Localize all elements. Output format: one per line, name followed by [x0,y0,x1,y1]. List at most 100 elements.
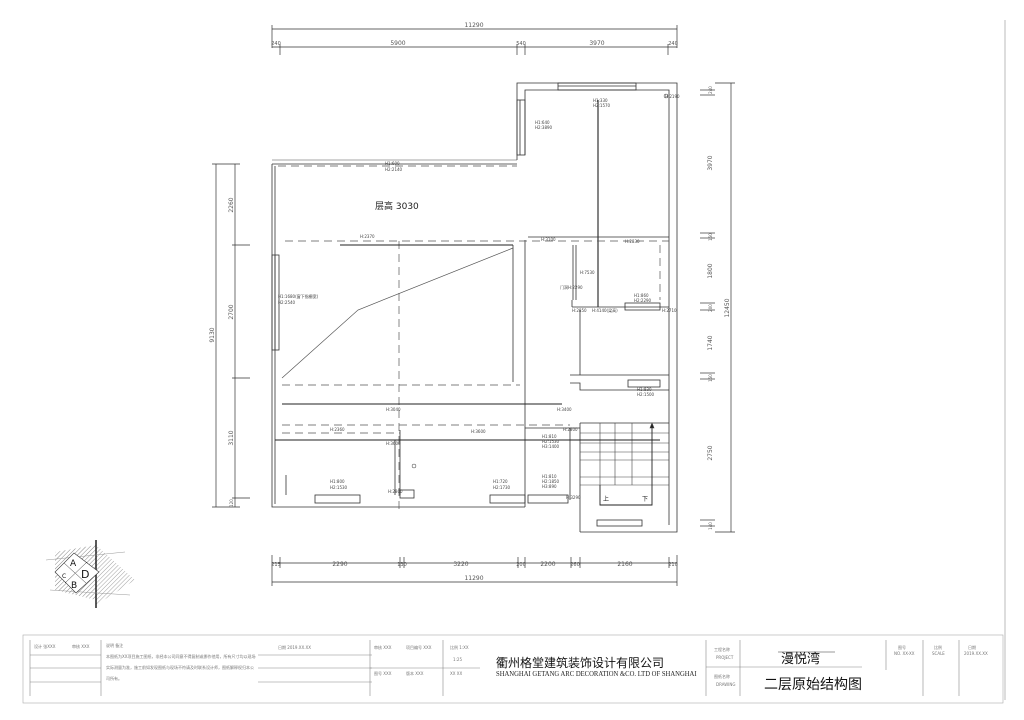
annotation: H3:1400 [542,444,560,449]
tb-cell: 图号 XXX [374,671,392,676]
logo-letter: B [71,581,77,591]
annotation: H2:2540 [278,300,296,305]
dim-left-seg: 120 [229,499,234,507]
tb-cell: XX XX [450,671,463,676]
logo-letter: A [70,559,77,569]
annotation: H2:1530 [330,485,348,490]
dim-right-seg: 150 [708,374,713,382]
annotation: H:3600 [386,441,401,446]
logo-letter: C [62,573,66,580]
dim-bottom-seg: 130 [397,562,407,568]
dim-left-seg: 2260 [228,197,235,212]
walls [271,82,678,533]
drawing-number-label: 图号 [898,645,906,650]
annotation: H2:2290 [634,298,652,303]
dim-bottom-seg: 2160 [617,561,632,568]
tb-cell: 项目编号 XXX [406,645,432,650]
annotation: H1:830 [637,387,652,392]
dim-bottom-seg: 215 [271,562,281,568]
annotation: H:3400 [557,407,572,412]
annotation: H2:3890 [535,125,553,130]
annotation: H1:720 [493,479,508,484]
slope-line [281,247,514,379]
annotation: H1:860 [634,293,649,298]
drawing-title: 二层原始结构图 [764,677,862,693]
right-dimension-lines [700,82,735,533]
annotation: H1:800 [330,479,345,484]
drawing-label-en: DRAWING [716,682,736,687]
dim-bottom-seg: 2290 [332,561,347,568]
dim-right-seg: 2750 [707,445,714,460]
dim-right-total: 12450 [724,298,731,317]
annotation: 门洞H:2290 [560,284,583,290]
annotation: H:2830 [625,239,640,244]
project-label-en: PROJECT [716,655,734,660]
bottom-dimension-lines [271,555,678,586]
dim-bottom-seg: 2200 [540,561,555,568]
annotation: H1:330 [593,98,608,103]
annotation: H:3290 [566,495,581,500]
abcd-logo: A B C D [45,540,135,608]
annotation: H:2800 [563,427,578,432]
drawing-label: 图纸名称 [714,674,730,679]
annotation: H1:810 [542,434,557,439]
annotation: H1:810 [542,474,557,479]
annotation: H2:1570 [593,103,611,108]
annotation: H:3100 [541,237,556,242]
notes-text: 本图纸为XX项目施工图纸，非经本公司同意不得复制或挪作他用，所有尺寸均以现场实际… [106,654,256,681]
annotation: H1:600 [385,161,400,166]
scale-label: 比例 [934,645,942,650]
dim-right-seg: 150 [708,233,713,241]
annotation: H:2710 [662,308,677,313]
logo-letter: D [81,568,89,581]
scale-value: 1:25 [453,657,462,662]
date-label: 日期 [968,645,976,650]
dim-left-total: 9130 [209,327,216,342]
dim-bottom-total: 11290 [464,575,483,582]
dim-right-seg: 1740 [707,335,714,350]
reviewer-cell: 审核 XXX [72,644,90,649]
designer-cell: 设计 张XXX [34,644,56,649]
annotation: H:2190 [665,94,680,99]
dim-right-seg: 3970 [707,155,714,170]
solid-beams [275,244,660,441]
dim-right-seg: 140 [708,522,713,530]
floor-height-label: 层高 3030 [375,200,419,212]
annotation: H2:1530 [542,439,560,444]
dim-left-seg: 2700 [228,304,235,319]
annotation: H1:640 [535,120,550,125]
annotation: H:2360 [330,427,345,432]
dim-bottom-seg: 210 [668,562,678,568]
annotation: H2:1730 [493,485,511,490]
annotation: H2:2140 [385,167,403,172]
beam-lines [278,165,669,510]
dim-bottom-seg: 260 [570,562,580,568]
tb-cell: 审核 XXX [374,645,392,650]
annotation: H:3600 [471,429,486,434]
company-name-cn: 衢州格堂建筑装饰设计有限公司 [496,656,665,670]
title-block-grid [22,634,1004,704]
company-name-en: SHANGHAI GETANG ARC DECORATION &CO. LTD … [496,670,697,678]
annotation: H:3040 [386,407,401,412]
dim-top-seg: 3970 [589,40,604,47]
drawing-number: NO. XX-XX [894,651,915,656]
date-cell: 日期 2019.XX.XX [278,645,311,650]
stair-up-label: 上 [603,495,609,503]
dim-top-total: 11290 [464,22,483,29]
annotation: H:4140(梁高) [592,307,618,313]
dim-top-seg: 240 [668,41,678,47]
date-value: 2019.XX.XX [964,651,988,656]
annotation: H1:1680(窗下指栅宽) [278,293,319,299]
dim-top-seg: 240 [271,41,281,47]
staircase [580,422,669,506]
tb-cell: 版本 XXX [406,671,424,676]
dim-right-seg: 240 [708,86,713,94]
dim-right-seg: 1800 [707,263,714,278]
project-name: 漫悦湾 [781,652,821,667]
annotation: H2:1500 [637,392,655,397]
annotation: H3:890 [542,484,557,489]
dim-bottom-seg: 3220 [453,561,468,568]
annotations: H1:640 H2:3890 H1:330 H2:1570 H:2190 H1:… [278,94,680,500]
